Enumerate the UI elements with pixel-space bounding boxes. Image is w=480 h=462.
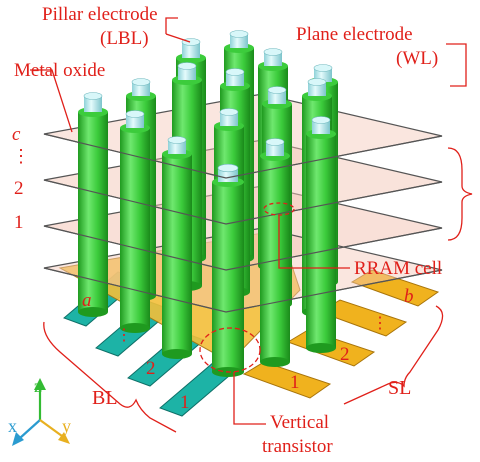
pillar (162, 136, 192, 359)
y-axis-head (58, 432, 70, 444)
rram-cell-leader (278, 215, 350, 269)
rram-cell-label: RRAM cell (354, 258, 442, 279)
sl-label: SL (388, 377, 411, 399)
sl-dots-label: ⋮ (372, 315, 388, 332)
bl-1-label: 1 (180, 392, 190, 413)
sl-b-label: b (404, 286, 414, 307)
layer-1-label: 1 (14, 212, 24, 233)
bl-a-label: a (82, 290, 92, 311)
layer-2-label: 2 (14, 178, 24, 199)
metal-oxide-leader (30, 69, 73, 133)
pillar (260, 138, 290, 367)
source-line-b (350, 269, 440, 307)
x-axis-label: x (8, 416, 17, 436)
y-axis-arrow (39, 419, 63, 437)
pillar-electrode-label: Pillar electrode (42, 4, 158, 25)
bl-brace (43, 321, 177, 433)
sl-1-label: 1 (290, 372, 300, 393)
plane-front-edges (43, 133, 443, 313)
pillar (306, 116, 336, 353)
z-axis-head (34, 378, 46, 390)
pillar-electrode-leader (165, 17, 178, 34)
pillar-front-center (212, 163, 244, 377)
pillar-electrode-sub-label: (LBL) (100, 28, 149, 49)
vertical-transistor-marker (199, 327, 261, 373)
layer-c-label: c (12, 124, 21, 145)
axis-triad: z x y (8, 376, 71, 446)
bl-2-label: 2 (146, 358, 156, 379)
bl-dots-label: ⋮ (116, 327, 132, 344)
metal-oxide-label: Metal oxide (14, 60, 105, 81)
x-axis-head (12, 432, 24, 446)
x-axis-arrow (19, 419, 41, 439)
y-axis-label: y (62, 416, 71, 436)
pillar (120, 110, 150, 333)
vertical-transistor-leader (233, 372, 266, 425)
pillar-electrode-tick (165, 33, 191, 43)
plane-electrode-label: Plane electrode (296, 24, 413, 45)
z-axis-label: z (34, 376, 42, 396)
vertical-transistor-label-1: Vertical (270, 412, 329, 433)
plane-electrode-bracket (446, 43, 467, 87)
annotation-lines (30, 17, 473, 433)
pillars (78, 30, 338, 377)
sl-brace (343, 305, 444, 405)
vertical-transistor-label-2: transistor (262, 436, 333, 457)
layer-brace (447, 147, 473, 241)
plane-electrode-sub-label: (WL) (396, 48, 438, 69)
bl-label: BL (92, 387, 118, 409)
pillar (78, 92, 108, 317)
source-line-1 (242, 361, 332, 399)
labels: Pillar electrode (LBL) Plane electrode (… (12, 4, 442, 457)
layer-dots-label: ⋮ (12, 146, 30, 166)
sl-2-label: 2 (340, 344, 350, 365)
